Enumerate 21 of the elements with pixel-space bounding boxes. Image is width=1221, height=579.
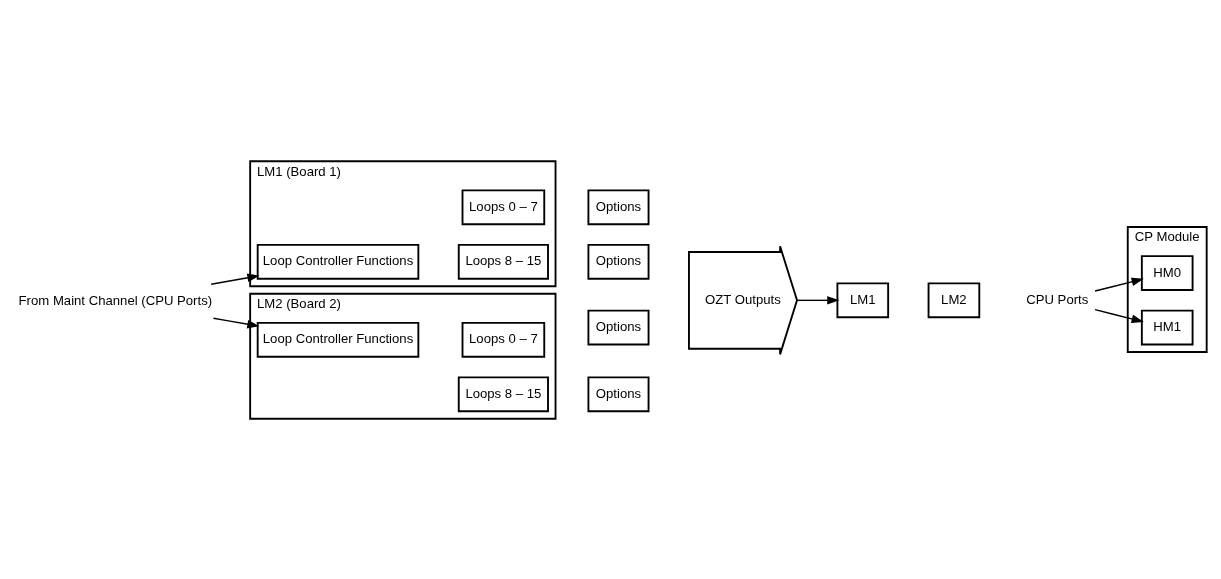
node-box: Options bbox=[587, 375, 650, 412]
node-text: CPU Ports bbox=[1026, 291, 1089, 307]
node-box: Loop Controller Functions bbox=[256, 321, 420, 358]
node-box: Loops 8 – 15 bbox=[457, 375, 549, 412]
arrow bbox=[1094, 277, 1144, 292]
node-box: Options bbox=[587, 243, 650, 280]
node-text: From Maint Channel (CPU Ports) bbox=[18, 292, 213, 308]
node-box: LM1 bbox=[836, 282, 890, 318]
node-box: LM2 bbox=[927, 282, 981, 318]
arrow bbox=[796, 295, 840, 305]
arrow bbox=[210, 273, 260, 285]
node-box: Loop Controller Functions bbox=[256, 243, 420, 280]
node-box: HM0 bbox=[1140, 254, 1194, 291]
node-box: Loops 8 – 15 bbox=[457, 243, 549, 280]
arrow bbox=[212, 317, 260, 328]
node-box: HM1 bbox=[1140, 309, 1194, 345]
node-box: Loops 0 – 7 bbox=[461, 321, 546, 358]
node-box: Loops 0 – 7 bbox=[461, 188, 546, 225]
node-box: Options bbox=[587, 188, 650, 225]
node-box: Options bbox=[587, 309, 650, 345]
arrow bbox=[1094, 308, 1144, 323]
